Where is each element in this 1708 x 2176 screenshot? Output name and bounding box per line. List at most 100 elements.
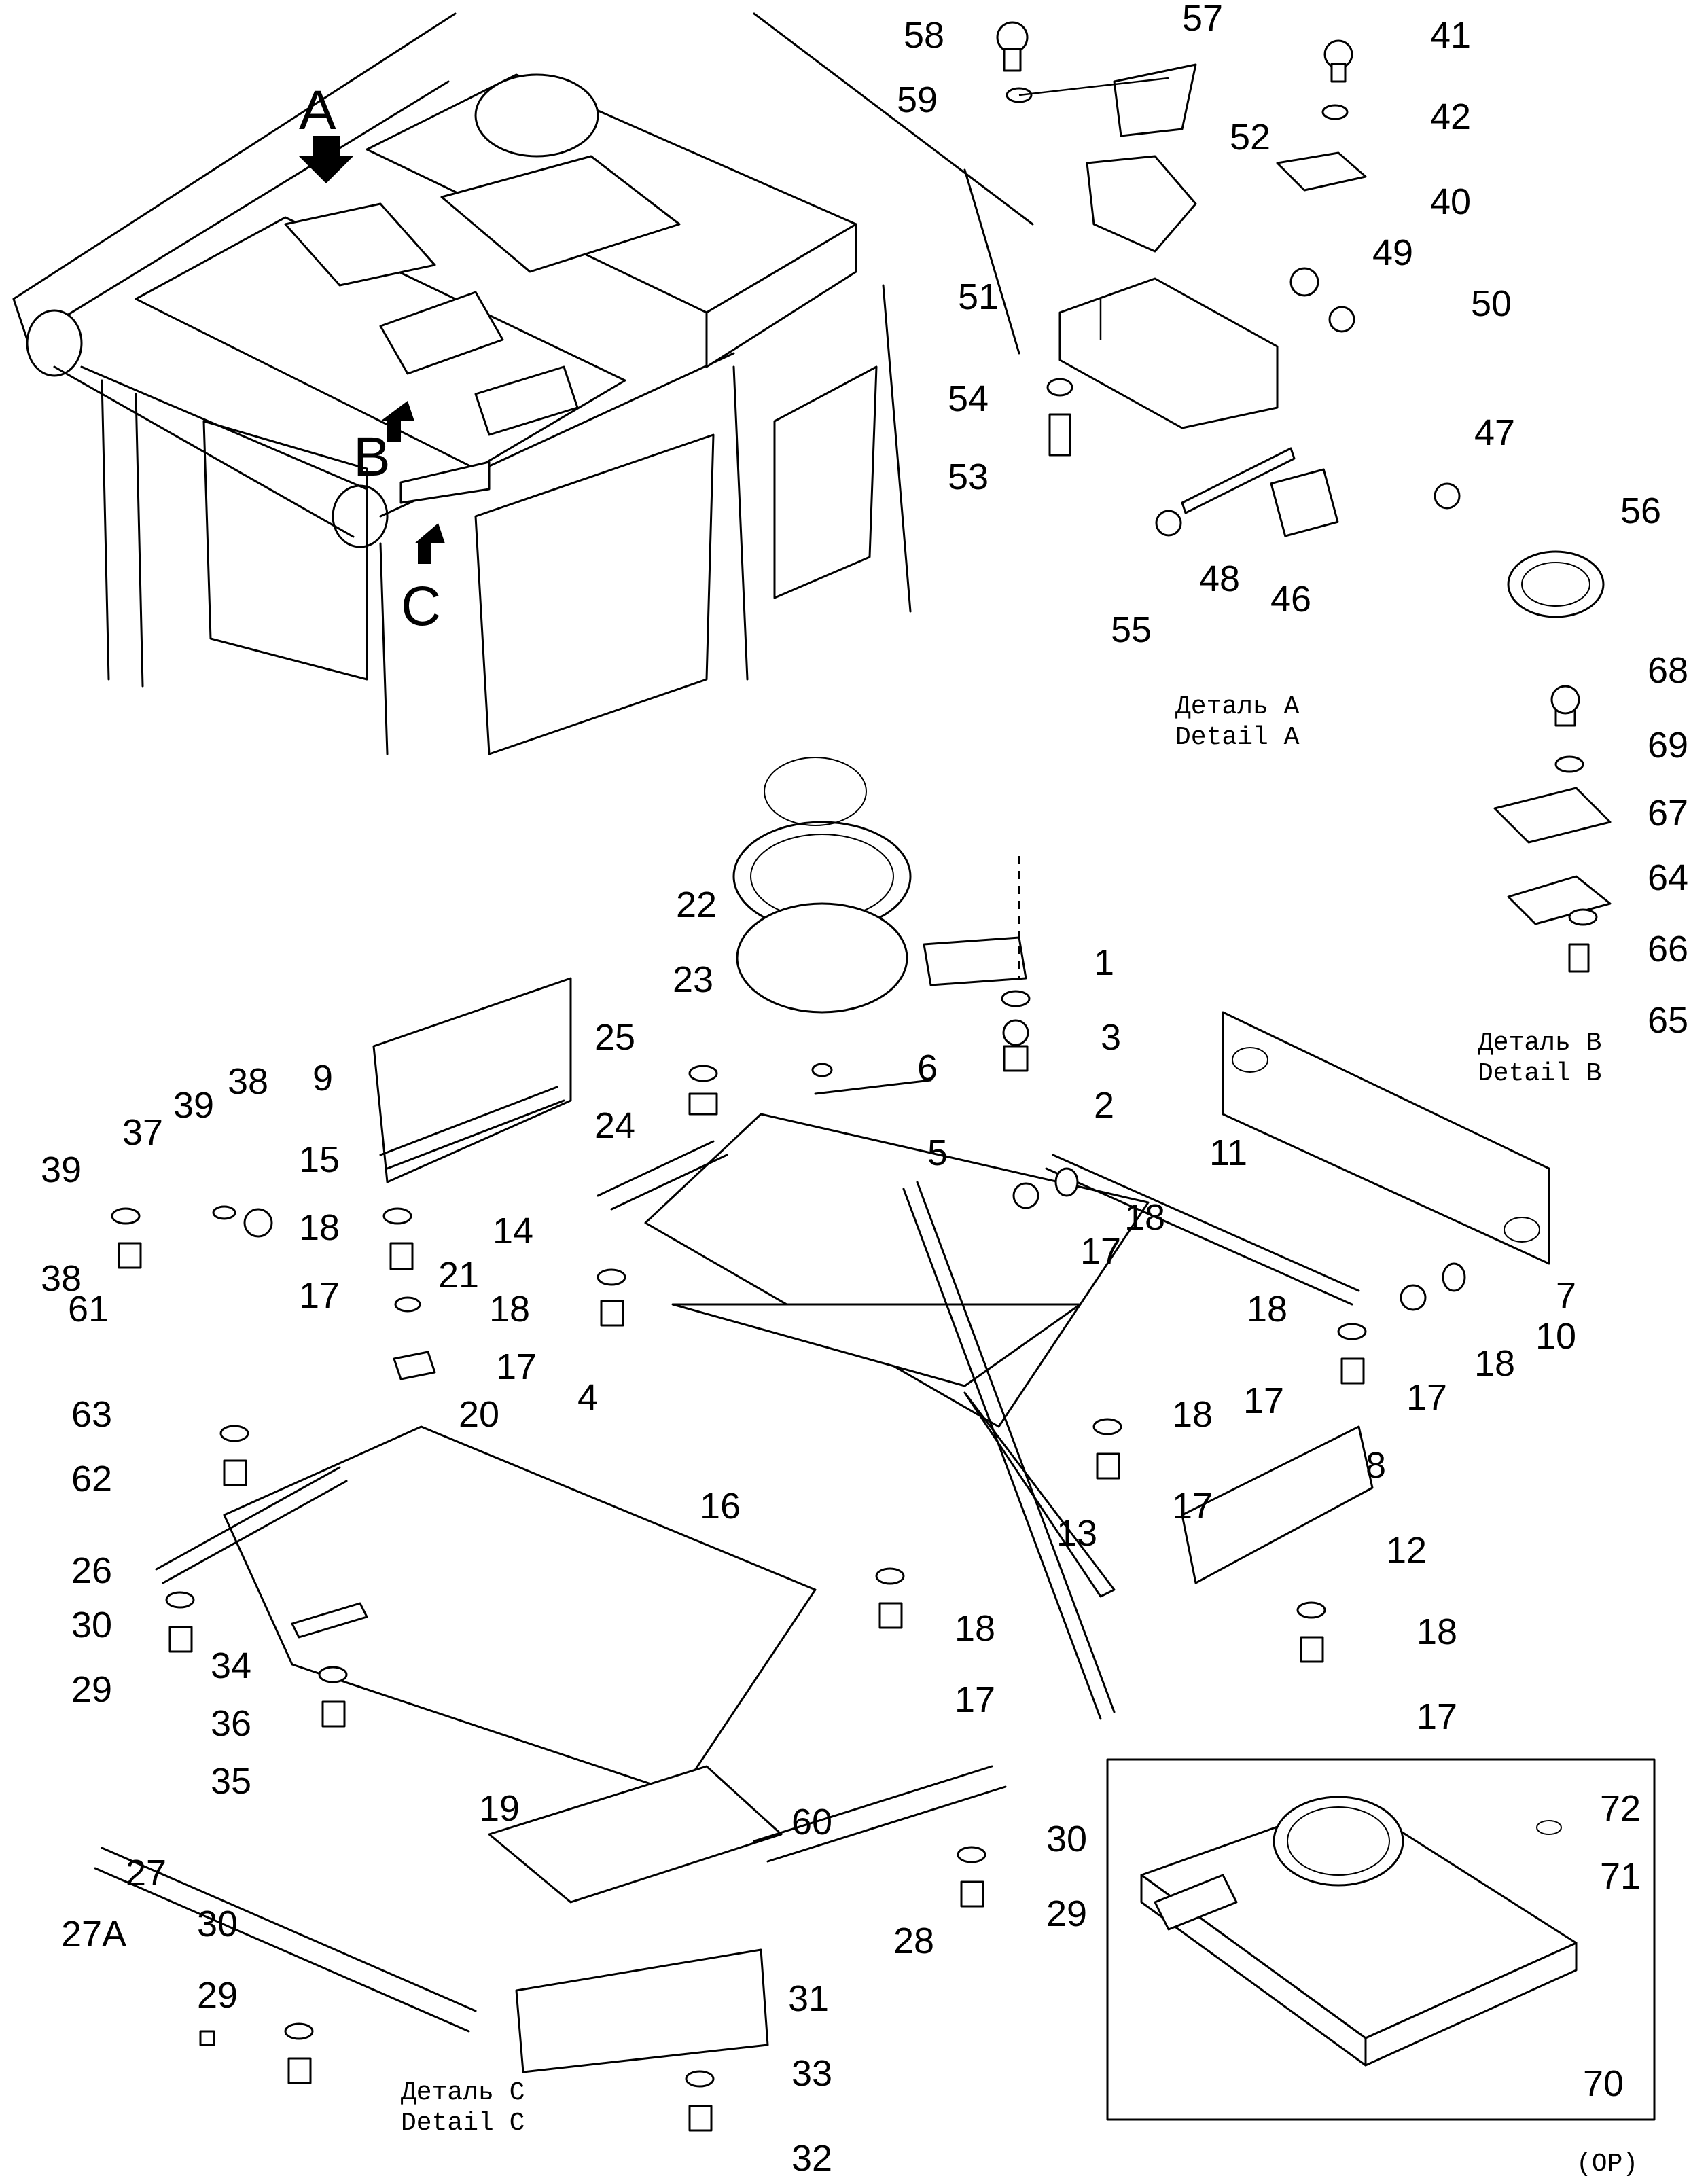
view-b-label: B bbox=[353, 426, 391, 488]
main-labels: 22 1 23 25 3 6 2 9 38 39 24 37 5 11 15 3… bbox=[41, 885, 1576, 2176]
part-23-label: 23 bbox=[673, 959, 713, 1000]
detail-b-labels: 68 69 67 64 66 65 Деталь B Detail B bbox=[1478, 650, 1688, 1088]
part-18-d-label: 18 bbox=[1247, 1289, 1287, 1330]
part-20-label: 20 bbox=[459, 1394, 499, 1435]
part-18-f-label: 18 bbox=[1172, 1394, 1213, 1435]
part-55-label: 55 bbox=[1111, 609, 1152, 650]
part-13-label: 13 bbox=[1056, 1513, 1097, 1554]
part-5-label: 5 bbox=[927, 1132, 948, 1173]
part-49-label: 49 bbox=[1372, 232, 1413, 273]
part-48-label: 48 bbox=[1199, 558, 1240, 599]
part-7-label: 7 bbox=[1556, 1275, 1576, 1316]
view-a-label: A bbox=[299, 79, 336, 141]
part-67-label: 67 bbox=[1648, 793, 1688, 834]
option-inset-frame bbox=[1106, 1758, 1656, 2121]
part-9-label: 9 bbox=[313, 1058, 333, 1099]
part-17-h-label: 17 bbox=[1417, 1696, 1457, 1737]
part-72-label: 72 bbox=[1600, 1788, 1641, 1829]
option-caption: (OP) bbox=[1576, 2150, 1638, 2176]
part-30-c-label: 30 bbox=[197, 1904, 238, 1944]
part-31-label: 31 bbox=[788, 1978, 829, 2019]
part-38-top-label: 38 bbox=[228, 1061, 268, 1102]
part-56-label: 56 bbox=[1620, 491, 1661, 531]
part-58-label: 58 bbox=[904, 15, 944, 56]
part-24-label: 24 bbox=[594, 1105, 635, 1146]
main-hardware bbox=[111, 990, 1466, 2132]
part-3-label: 3 bbox=[1101, 1017, 1121, 1058]
part-50-label: 50 bbox=[1471, 283, 1512, 324]
detail-b-caption-en: Detail B bbox=[1478, 1059, 1601, 1088]
part-10-label: 10 bbox=[1535, 1316, 1576, 1357]
part-17-e-label: 17 bbox=[1406, 1377, 1447, 1418]
part-60-label: 60 bbox=[791, 1802, 832, 1842]
part-46-label: 46 bbox=[1270, 579, 1311, 620]
part-14-label: 14 bbox=[493, 1211, 533, 1251]
part-34-label: 34 bbox=[211, 1645, 251, 1686]
part-42-label: 42 bbox=[1430, 96, 1471, 137]
part-26-label: 26 bbox=[71, 1550, 112, 1591]
part-18-b-label: 18 bbox=[299, 1207, 340, 1248]
part-69-label: 69 bbox=[1648, 725, 1688, 766]
part-29-b-label: 29 bbox=[1046, 1893, 1087, 1934]
part-11-label: 11 bbox=[1209, 1132, 1247, 1173]
part-71-label: 71 bbox=[1600, 1856, 1641, 1897]
part-15-label: 15 bbox=[299, 1139, 340, 1180]
part-17-f-label: 17 bbox=[1172, 1486, 1213, 1527]
detail-a-caption-ru: Деталь A bbox=[1175, 692, 1300, 721]
part-30-b-label: 30 bbox=[1046, 1819, 1087, 1859]
part-53-label: 53 bbox=[948, 457, 989, 497]
part-36-label: 36 bbox=[211, 1703, 251, 1744]
detail-b-caption-ru: Деталь B bbox=[1478, 1029, 1601, 1058]
part-63-label: 63 bbox=[71, 1394, 112, 1435]
part-37-label: 37 bbox=[122, 1112, 163, 1153]
part-1-label: 1 bbox=[1094, 942, 1114, 983]
part-17-a-label: 17 bbox=[1080, 1231, 1121, 1272]
part-38-left-label: 38 bbox=[41, 1258, 82, 1299]
part-27a-label: 27A bbox=[61, 1914, 126, 1955]
part-33-label: 33 bbox=[791, 2053, 832, 2094]
part-64-label: 64 bbox=[1648, 857, 1688, 898]
part-57-label: 57 bbox=[1182, 0, 1223, 39]
part-62-label: 62 bbox=[71, 1459, 112, 1499]
option-inset bbox=[1106, 1758, 1656, 2121]
cab-overview: A B C bbox=[12, 12, 1034, 755]
detail-c-caption-ru: Деталь C bbox=[401, 2078, 524, 2107]
part-25-label: 25 bbox=[594, 1017, 635, 1058]
detail-a-caption-en: Detail A bbox=[1175, 723, 1300, 752]
part-17-c-label: 17 bbox=[496, 1346, 537, 1387]
part-18-a-label: 18 bbox=[1124, 1197, 1165, 1238]
part-2-label: 2 bbox=[1094, 1085, 1114, 1126]
part-27-label: 27 bbox=[126, 1853, 166, 1893]
part-29-a-label: 29 bbox=[71, 1669, 112, 1710]
part-22-label: 22 bbox=[676, 885, 717, 925]
part-68-label: 68 bbox=[1648, 650, 1688, 691]
part-39-left-label: 39 bbox=[41, 1149, 82, 1190]
part-18-g-label: 18 bbox=[955, 1608, 995, 1649]
part-41-label: 41 bbox=[1430, 15, 1471, 56]
detail-b-group bbox=[1493, 685, 1612, 973]
view-c-arrow bbox=[414, 523, 445, 564]
part-19-label: 19 bbox=[479, 1788, 520, 1829]
detail-c-caption-en: Detail C bbox=[401, 2109, 524, 2138]
part-6-label: 6 bbox=[917, 1048, 938, 1088]
detail-a-labels: 58 57 41 59 42 52 40 49 51 50 54 47 53 5… bbox=[897, 0, 1661, 752]
view-b-arrow bbox=[380, 401, 414, 442]
part-17-g-label: 17 bbox=[955, 1679, 995, 1720]
part-52-label: 52 bbox=[1230, 117, 1270, 158]
detail-a-group bbox=[996, 21, 1605, 618]
part-28-label: 28 bbox=[893, 1921, 934, 1961]
part-54-label: 54 bbox=[948, 378, 989, 419]
part-16-label: 16 bbox=[700, 1486, 741, 1527]
part-12-label: 12 bbox=[1386, 1530, 1427, 1571]
part-40-label: 40 bbox=[1430, 181, 1471, 222]
part-17-d-label: 17 bbox=[1243, 1380, 1284, 1421]
part-17-b-label: 17 bbox=[299, 1275, 340, 1316]
part-65-label: 65 bbox=[1648, 1000, 1688, 1041]
part-18-c-label: 18 bbox=[489, 1289, 530, 1330]
part-39-top-label: 39 bbox=[173, 1085, 214, 1126]
part-18-h-label: 18 bbox=[1417, 1611, 1457, 1652]
part-59-label: 59 bbox=[897, 79, 938, 120]
view-a-arrow bbox=[299, 136, 353, 183]
part-61-label: 61 bbox=[68, 1289, 109, 1330]
